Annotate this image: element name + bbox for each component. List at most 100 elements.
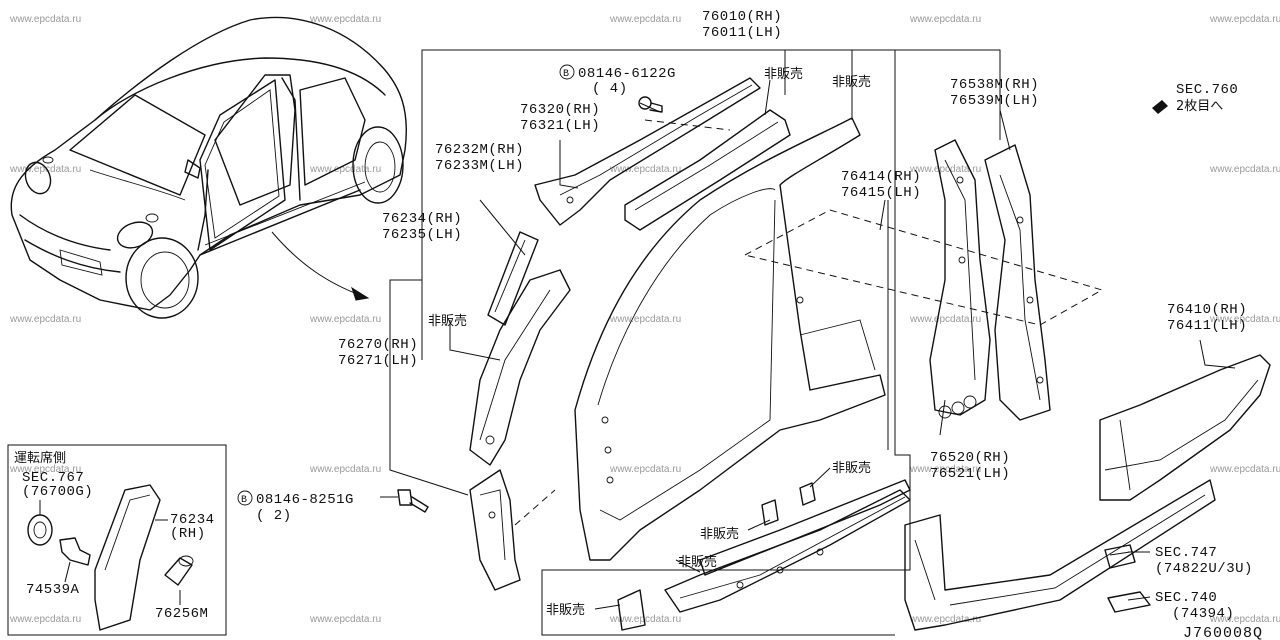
watermark: www.epcdata.ru (909, 614, 981, 625)
watermarks: www.epcdata.ru www.epcdata.ru www.epcdat… (9, 14, 1280, 625)
inset-driver-side: 運転席側 SEC.767 (76700G) 76234 (RH) 74539A … (7, 444, 227, 636)
label-not-for-sale: 非販売 (428, 313, 467, 329)
inset-label-76234-side: (RH) (170, 526, 206, 542)
inset-label-76256m: 76256M (155, 606, 208, 622)
label-76538m: 76538M(RH) (950, 77, 1039, 93)
label-76320: 76320(RH) (520, 102, 600, 118)
label-sec760-sub: 2枚目へ (1176, 99, 1223, 114)
label-not-for-sale: 非販売 (832, 74, 871, 90)
clip-icon (59, 537, 91, 566)
bolt-mark-letter: B (563, 69, 570, 80)
inset-label-74539a: 74539A (26, 582, 80, 598)
watermark: www.epcdata.ru (609, 614, 681, 625)
frame-lower-center (541, 445, 911, 636)
part-lower-a-pillar (469, 469, 521, 591)
label-76235: 76235(LH) (382, 227, 462, 243)
watermark: www.epcdata.ru (909, 14, 981, 25)
watermark: www.epcdata.ru (1209, 464, 1280, 475)
label-bolt-top-qty: ( 4) (592, 81, 628, 97)
part-76270-front-pillar (469, 269, 571, 466)
label-76521: 76521(LH) (930, 466, 1010, 482)
watermark: www.epcdata.ru (9, 314, 81, 325)
label-76011: 76011(LH) (702, 25, 782, 41)
part-sec747-clip (1104, 544, 1136, 569)
part-76320-roof-rail (534, 77, 761, 226)
part-76414-pillar (929, 139, 991, 419)
bolt-mark-letter: B (241, 495, 248, 506)
dashed-guides (514, 119, 1104, 526)
label-76411: 76411(LH) (1167, 318, 1247, 334)
part-lower-sill-panel (904, 479, 1216, 631)
label-76414: 76414(RH) (841, 169, 921, 185)
inset-label-sec767: SEC.767 (22, 470, 84, 486)
part-roof-rail-inner (624, 109, 791, 231)
inset-label-76234: 76234 (170, 512, 215, 528)
label-76520: 76520(RH) (930, 450, 1010, 466)
label-76233m: 76233M(LH) (435, 158, 524, 174)
car-illustration (10, 16, 407, 319)
part-76010-body-side (574, 117, 886, 561)
part-bracket-small (617, 482, 816, 631)
label-76271: 76271(LH) (338, 353, 418, 369)
watermark: www.epcdata.ru (609, 464, 681, 475)
leader-lines (380, 49, 1236, 610)
bolt-mark-icon (237, 490, 253, 506)
label-bolt-top: 08146-6122G (578, 66, 676, 82)
label-bolt-bottom: 08146-8251G (256, 492, 354, 508)
label-76232m: 76232M(RH) (435, 142, 524, 158)
watermark: www.epcdata.ru (1209, 164, 1280, 175)
sec760-marker (1152, 100, 1168, 114)
bolt-mark-icon (559, 64, 575, 80)
watermark: www.epcdata.ru (909, 314, 981, 325)
inset-label-sec767-sub: (76700G) (22, 484, 93, 500)
watermark: www.epcdata.ru (609, 14, 681, 25)
label-sec747: SEC.747 (1155, 545, 1217, 561)
part-sec740-plate (1107, 591, 1151, 613)
watermark: www.epcdata.ru (909, 464, 981, 475)
label-76410: 76410(RH) (1167, 302, 1247, 318)
labels: 76010(RH) 76011(LH) B 08146-6122G ( 4) 非… (237, 9, 1263, 640)
bolt-08146-6122g (638, 96, 663, 113)
label-76415: 76415(LH) (841, 185, 921, 201)
grommet-icon (27, 514, 53, 546)
watermark: www.epcdata.ru (309, 164, 381, 175)
inset-pillar (94, 484, 161, 631)
watermark: www.epcdata.ru (309, 464, 381, 475)
watermark: www.epcdata.ru (1209, 14, 1280, 25)
label-sec740-sub: (74394) (1172, 606, 1234, 622)
part-76538m-pillar (984, 144, 1051, 421)
label-sec747-sub: (74822U/3U) (1155, 561, 1253, 577)
watermark: www.epcdata.ru (609, 164, 681, 175)
label-sec760: SEC.760 (1176, 82, 1238, 98)
watermark: www.epcdata.ru (1209, 614, 1280, 625)
watermark: www.epcdata.ru (9, 614, 81, 625)
part-76232m-strip (487, 231, 539, 326)
label-not-for-sale: 非販売 (546, 602, 585, 618)
part-76410-sill-outer (1099, 354, 1271, 501)
watermark: www.epcdata.ru (9, 164, 81, 175)
label-not-for-sale: 非販売 (678, 554, 717, 570)
label-76539m: 76539M(LH) (950, 93, 1039, 109)
bolt-08146-8251g (397, 489, 429, 513)
label-76270: 76270(RH) (338, 337, 418, 353)
car-arrow (271, 231, 370, 301)
plug-icon (164, 557, 193, 586)
label-bolt-bottom-qty: ( 2) (256, 508, 292, 524)
watermark: www.epcdata.ru (909, 164, 981, 175)
watermark: www.epcdata.ru (309, 314, 381, 325)
label-76321: 76321(LH) (520, 118, 600, 134)
inset-frame (7, 444, 227, 636)
diagram-code: J760008Q (1183, 625, 1263, 640)
label-sec740: SEC.740 (1155, 590, 1217, 606)
label-not-for-sale: 非販売 (700, 526, 739, 542)
watermark: www.epcdata.ru (1209, 314, 1280, 325)
watermark: www.epcdata.ru (9, 14, 81, 25)
label-76234: 76234(RH) (382, 211, 462, 227)
label-not-for-sale: 非販売 (764, 66, 803, 82)
watermark: www.epcdata.ru (309, 14, 381, 25)
label-not-for-sale: 非販売 (832, 460, 871, 476)
watermark: www.epcdata.ru (609, 314, 681, 325)
watermark: www.epcdata.ru (9, 464, 81, 475)
watermark: www.epcdata.ru (309, 614, 381, 625)
